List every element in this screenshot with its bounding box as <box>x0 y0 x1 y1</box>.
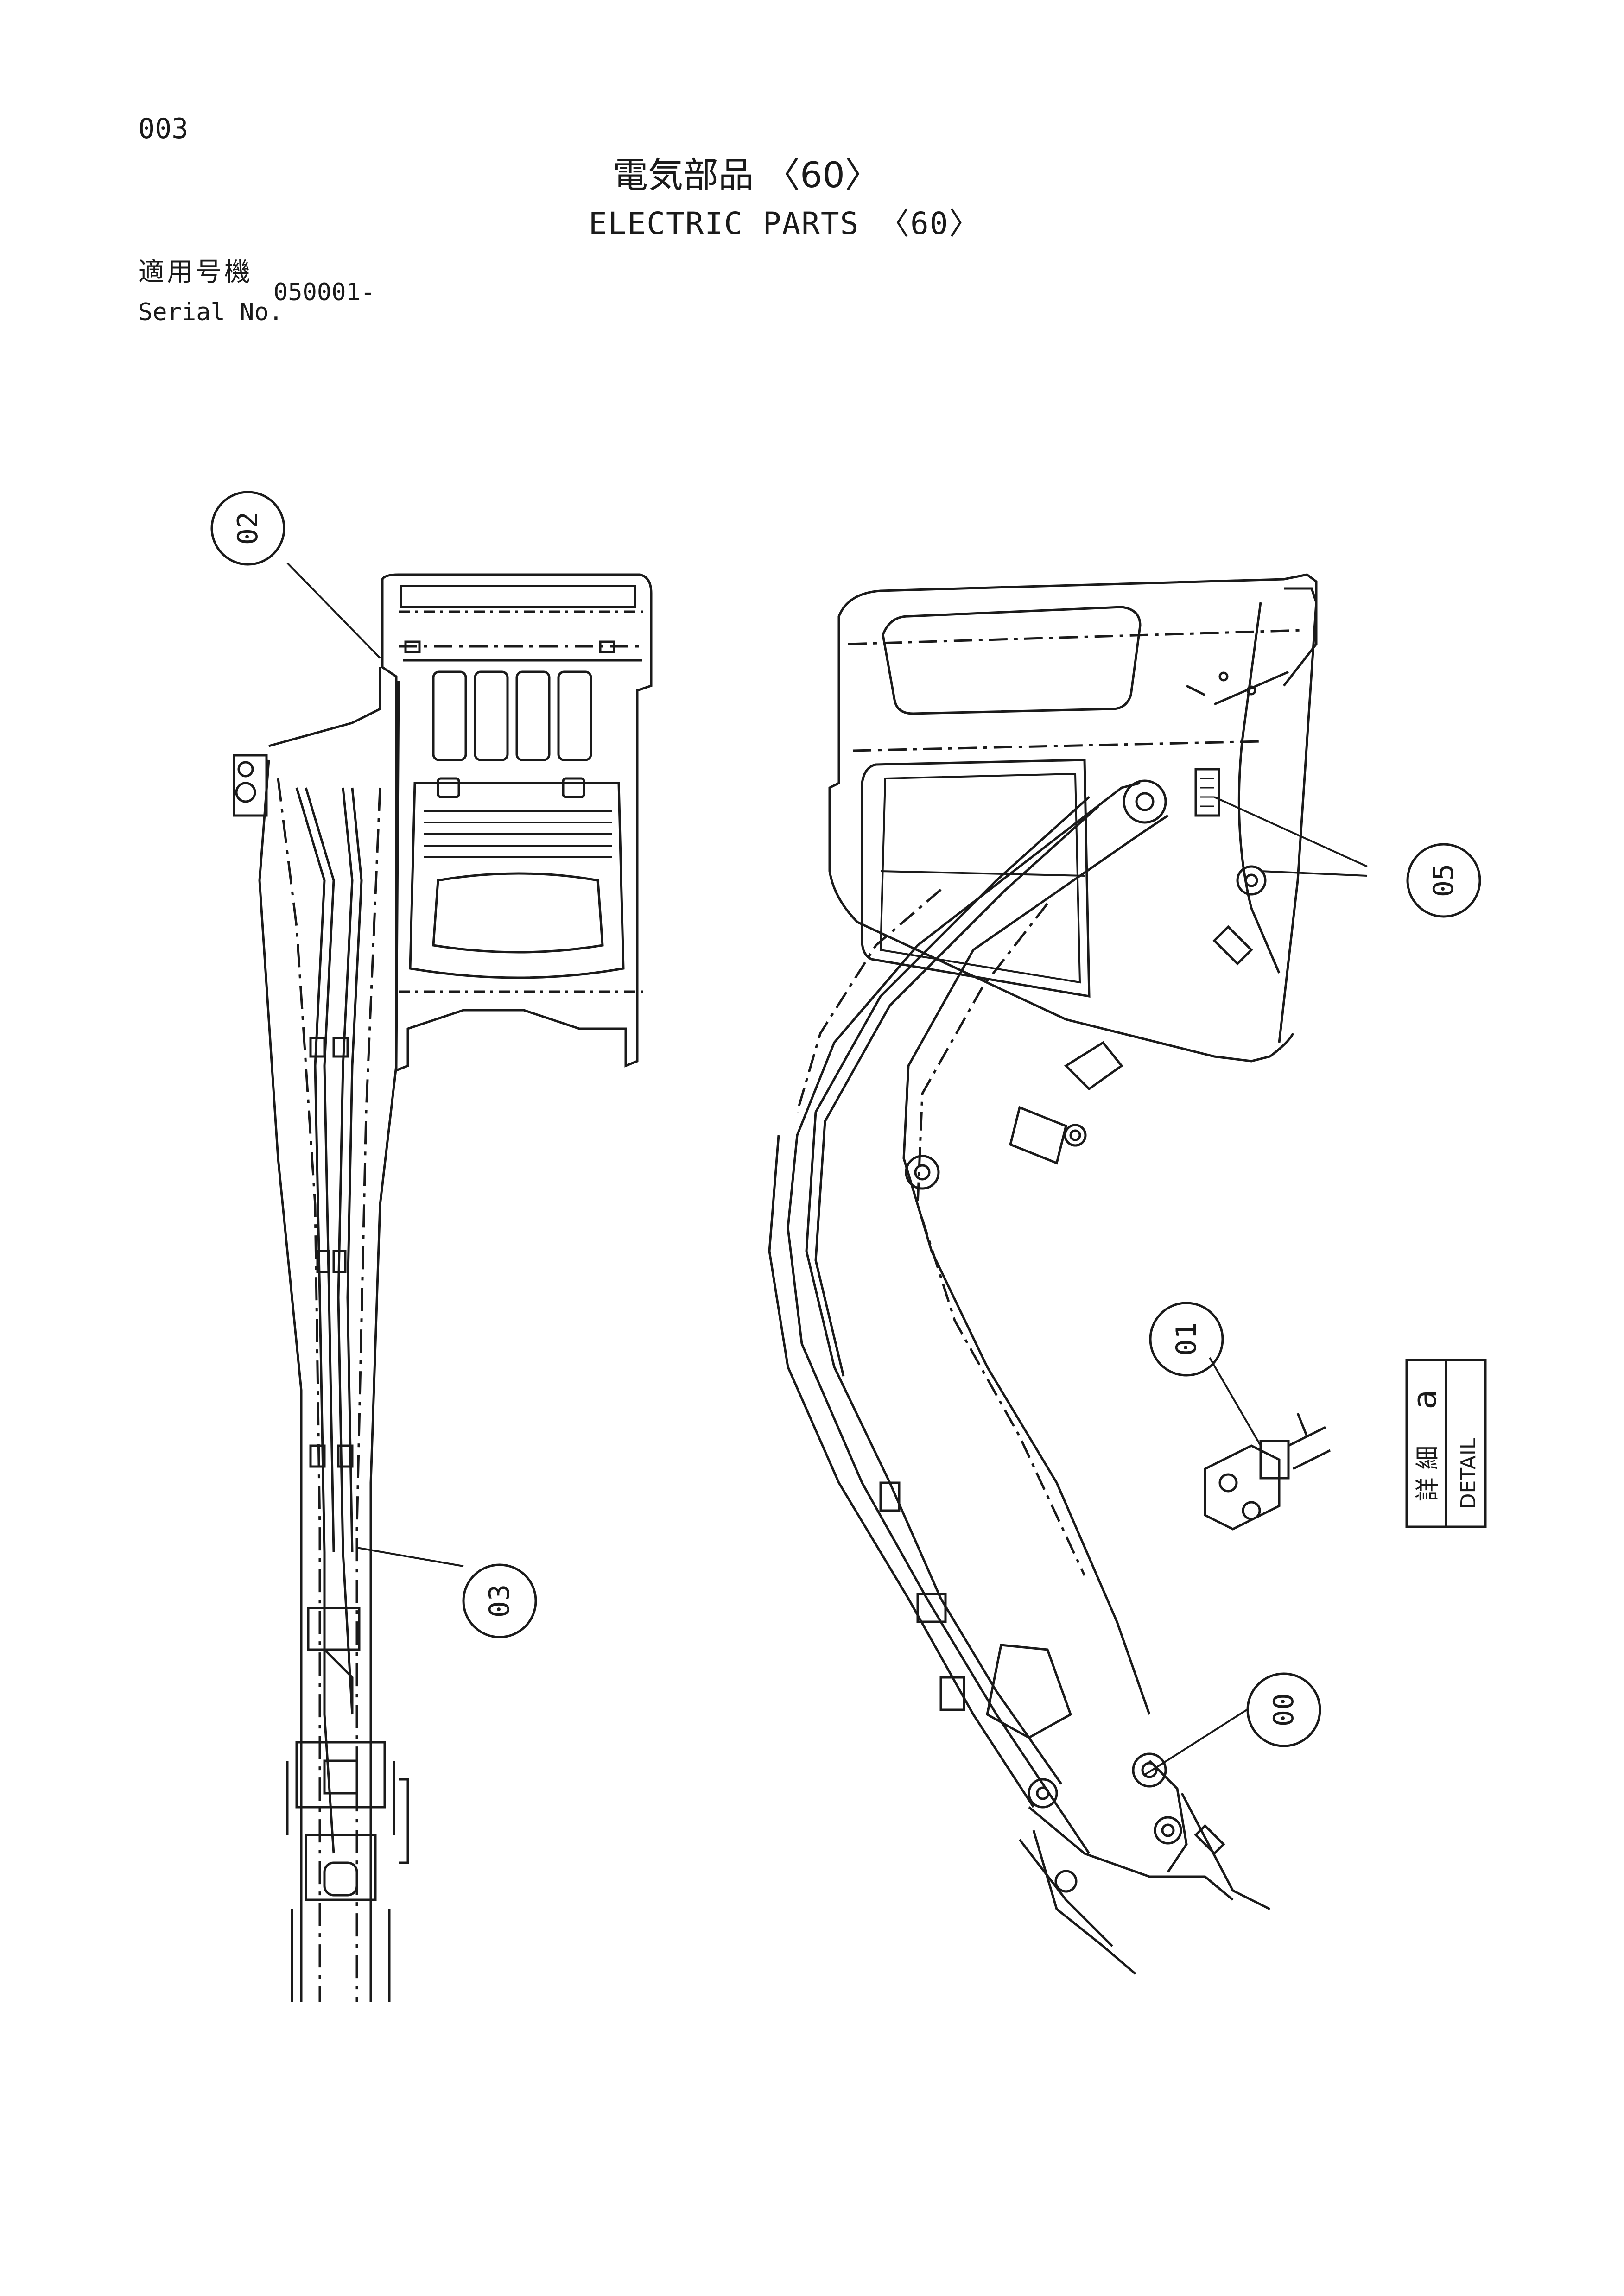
detail-letter: a <box>1406 1390 1444 1410</box>
serial-label-japanese: 適用号機 <box>138 257 253 287</box>
serial-number-value: 050001- <box>273 278 375 306</box>
callout-label: 02 <box>232 512 264 545</box>
detail-label-japanese: 詳 細 <box>1414 1446 1442 1502</box>
page-number: 003 <box>138 113 189 145</box>
callout-05: 05 <box>1406 843 1481 918</box>
detail-label-box: 詳 細 DETAIL a <box>1405 1359 1487 1528</box>
callout-02: 02 <box>210 491 285 566</box>
serial-label-english: Serial No. <box>138 298 284 326</box>
top-view <box>233 573 653 2002</box>
detail-label-english: DETAIL <box>1457 1438 1480 1509</box>
detail-a-component <box>1204 1413 1331 1531</box>
side-view <box>768 573 1318 1975</box>
leader-lines <box>286 562 1368 1776</box>
callout-03: 03 <box>462 1563 537 1638</box>
page-title-japanese: 電気部品 〈60〉 <box>613 154 880 196</box>
callout-00: 00 <box>1246 1672 1321 1747</box>
callout-01: 01 <box>1149 1302 1224 1377</box>
callout-label: 03 <box>483 1584 516 1618</box>
callout-label: 01 <box>1170 1322 1203 1356</box>
page-title-english: ELECTRIC PARTS 〈60〉 <box>589 206 981 241</box>
callout-label: 05 <box>1427 864 1460 897</box>
callout-label: 00 <box>1268 1693 1300 1727</box>
